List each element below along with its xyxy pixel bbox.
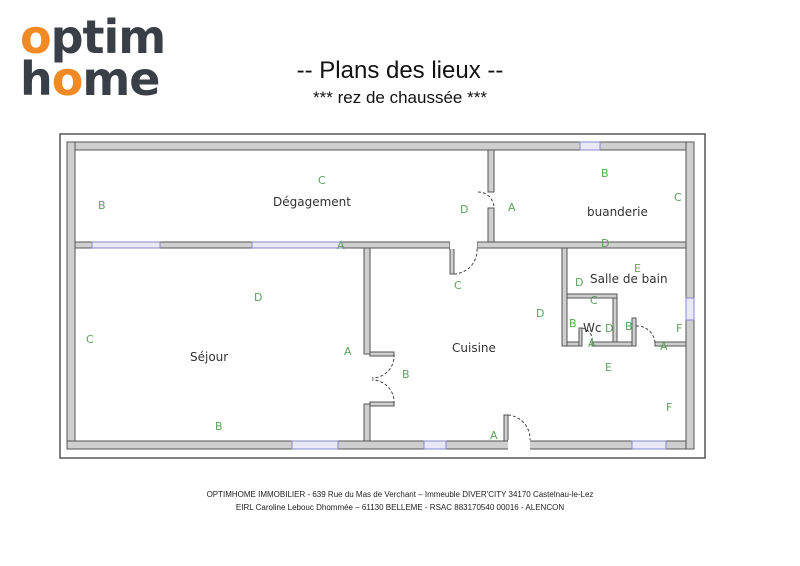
wall-label: E [605, 361, 612, 374]
door-swings [371, 191, 656, 441]
room-label: Séjour [190, 350, 228, 364]
walls [66, 141, 695, 450]
page-subtitle: *** rez de chaussée *** [313, 88, 487, 107]
wall-label: C [318, 174, 326, 187]
page-title: -- Plans des lieux -- [296, 57, 504, 84]
plan-frame [59, 133, 706, 459]
wall-label: A [660, 340, 668, 353]
wall-label: D [536, 307, 544, 320]
room-label: Cuisine [452, 341, 496, 355]
door-openings [450, 241, 530, 450]
footer-agency-address: OPTIMHOME IMMOBILIER - 639 Rue du Mas de… [206, 490, 594, 499]
wall-label: D [605, 322, 613, 335]
wall-label: F [666, 401, 672, 414]
wall-label: B [215, 420, 223, 433]
wall-label: A [588, 337, 596, 350]
wall-label: A [344, 345, 352, 358]
wall-label: B [402, 368, 410, 381]
wall-letter-labels: C B D A A B C D E D C B D B F A A D C A … [86, 167, 682, 442]
wall-label: C [590, 294, 598, 307]
wall-label: D [575, 276, 583, 289]
wall-label: C [86, 333, 94, 346]
wall-label: F [676, 322, 682, 335]
room-label: buanderie [587, 205, 648, 219]
logo-line-optim: optim [20, 10, 166, 64]
footer-legal-info: EIRL Caroline Lebouc Dhommée – 61130 BEL… [235, 503, 565, 512]
wall-label: B [601, 167, 609, 180]
wall-label: A [508, 201, 516, 214]
wall-label: E [634, 262, 641, 275]
windows [91, 141, 695, 450]
wall-label: D [254, 291, 262, 304]
room-label: Dégagement [273, 195, 351, 209]
room-label: Wc [583, 321, 601, 335]
wall-label: C [674, 191, 682, 204]
wall-label: D [460, 203, 468, 216]
logo-line-home: home [20, 52, 161, 106]
wall-label: A [490, 429, 498, 442]
wall-label: B [98, 199, 106, 212]
wall-label: D [601, 237, 609, 250]
optimhome-logo: optim home [20, 14, 170, 104]
wall-label: B [625, 320, 633, 333]
wall-label: B [569, 317, 577, 330]
room-label: Salle de bain [590, 272, 668, 286]
room-labels: Dégagement buanderie Salle de bain Wc Sé… [190, 195, 668, 364]
wall-label: A [337, 239, 345, 252]
wall-label: C [454, 279, 462, 292]
